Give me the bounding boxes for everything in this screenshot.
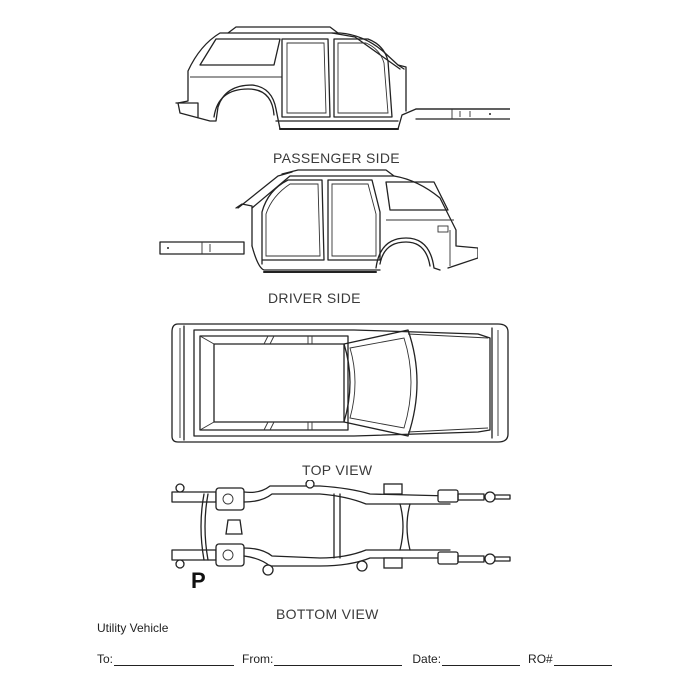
- date-field[interactable]: Date:: [412, 652, 521, 666]
- to-field[interactable]: To:: [97, 652, 235, 666]
- bottom-view-diagram: [170, 480, 515, 580]
- to-input[interactable]: [114, 654, 235, 666]
- from-input[interactable]: [274, 654, 403, 666]
- date-label: Date:: [412, 652, 442, 666]
- from-field[interactable]: From:: [242, 652, 403, 666]
- vehicle-type-label: Utility Vehicle: [97, 621, 169, 635]
- driver-side-diagram: [158, 168, 478, 278]
- bottom-view-frame-outline: [171, 480, 511, 576]
- bottom-view-marker: P: [191, 568, 206, 593]
- to-label: To:: [97, 652, 114, 666]
- driver-side-label: DRIVER SIDE: [268, 290, 361, 306]
- ro-number-label: RO#: [528, 652, 553, 666]
- passenger-side-label: PASSENGER SIDE: [273, 150, 400, 166]
- passenger-side-diagram: [170, 25, 510, 140]
- bottom-view-label: BOTTOM VIEW: [276, 606, 379, 622]
- top-view-label: TOP VIEW: [302, 462, 373, 478]
- ro-number-input[interactable]: [553, 654, 612, 666]
- from-label: From:: [242, 652, 274, 666]
- ro-number-field[interactable]: RO#: [528, 652, 612, 666]
- date-input[interactable]: [442, 654, 521, 666]
- passenger-side-car-outline: [175, 26, 510, 130]
- damage-report-form: To: From: Date: RO#: [97, 652, 620, 666]
- top-view-car-outline: [171, 323, 509, 443]
- driver-side-car-outline: [159, 169, 478, 273]
- top-view-diagram: [168, 318, 518, 448]
